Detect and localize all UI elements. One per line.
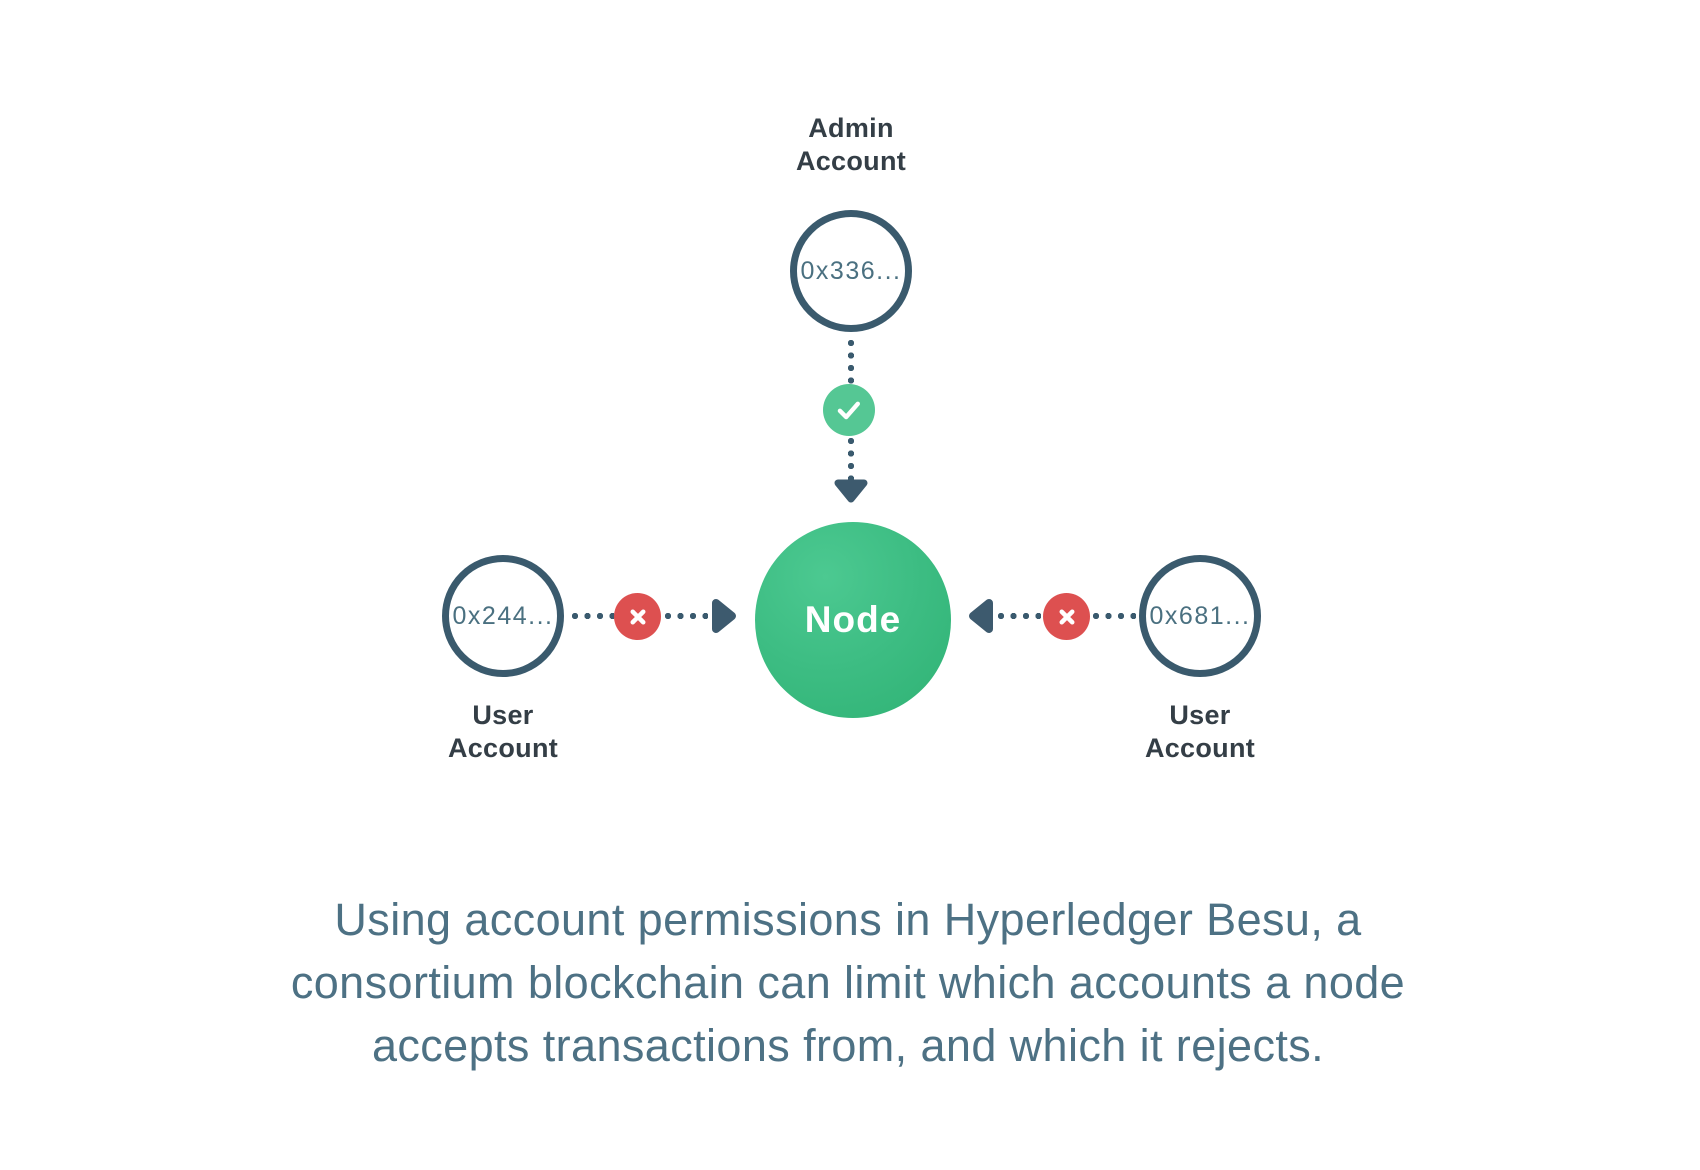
right-user-account-label: User Account: [1050, 699, 1350, 765]
right-rejected-badge: [1043, 593, 1090, 640]
right-user-account-label-line1: User: [1169, 700, 1231, 730]
right-user-account-label-line2: Account: [1144, 733, 1256, 763]
admin-account-node: 0x336...: [790, 210, 912, 332]
admin-account-label-line2: Account: [795, 146, 907, 176]
admin-node-connector-upper: [847, 339, 855, 387]
admin-node-connector-lower: [847, 437, 855, 481]
left-user-account-label-line2: Account: [447, 733, 559, 763]
left-user-account-label-line1: User: [472, 700, 534, 730]
right-connector-inner: [997, 612, 1041, 620]
caption-line3: accepts transactions from, and which it …: [371, 1020, 1325, 1071]
node-label: Node: [804, 599, 902, 640]
node-circle: Node: [755, 522, 951, 718]
admin-account-label: Admin Account: [701, 112, 1001, 178]
arrow-down-icon: [834, 479, 868, 503]
caption: Using account permissions in Hyperledger…: [248, 888, 1448, 1077]
left-user-account-label: User Account: [353, 699, 653, 765]
x-icon: [630, 609, 645, 624]
admin-account-address: 0x336...: [800, 256, 902, 285]
left-user-account-address: 0x244...: [452, 601, 554, 630]
arrow-left-icon: [969, 599, 993, 633]
left-connector-inner: [664, 612, 708, 620]
x-icon: [1059, 609, 1074, 624]
right-user-account-node: 0x681...: [1139, 555, 1261, 677]
arrow-right-icon: [712, 599, 736, 633]
caption-line2: consortium blockchain can limit which ac…: [290, 957, 1406, 1008]
accepted-badge: [823, 384, 875, 436]
admin-account-label-line1: Admin: [808, 113, 894, 143]
caption-line1: Using account permissions in Hyperledger…: [334, 894, 1362, 945]
left-rejected-badge: [614, 593, 661, 640]
right-user-account-address: 0x681...: [1149, 601, 1251, 630]
left-connector-outer: [571, 612, 615, 620]
left-user-account-node: 0x244...: [442, 555, 564, 677]
right-connector-outer: [1092, 612, 1136, 620]
check-icon: [837, 401, 860, 420]
